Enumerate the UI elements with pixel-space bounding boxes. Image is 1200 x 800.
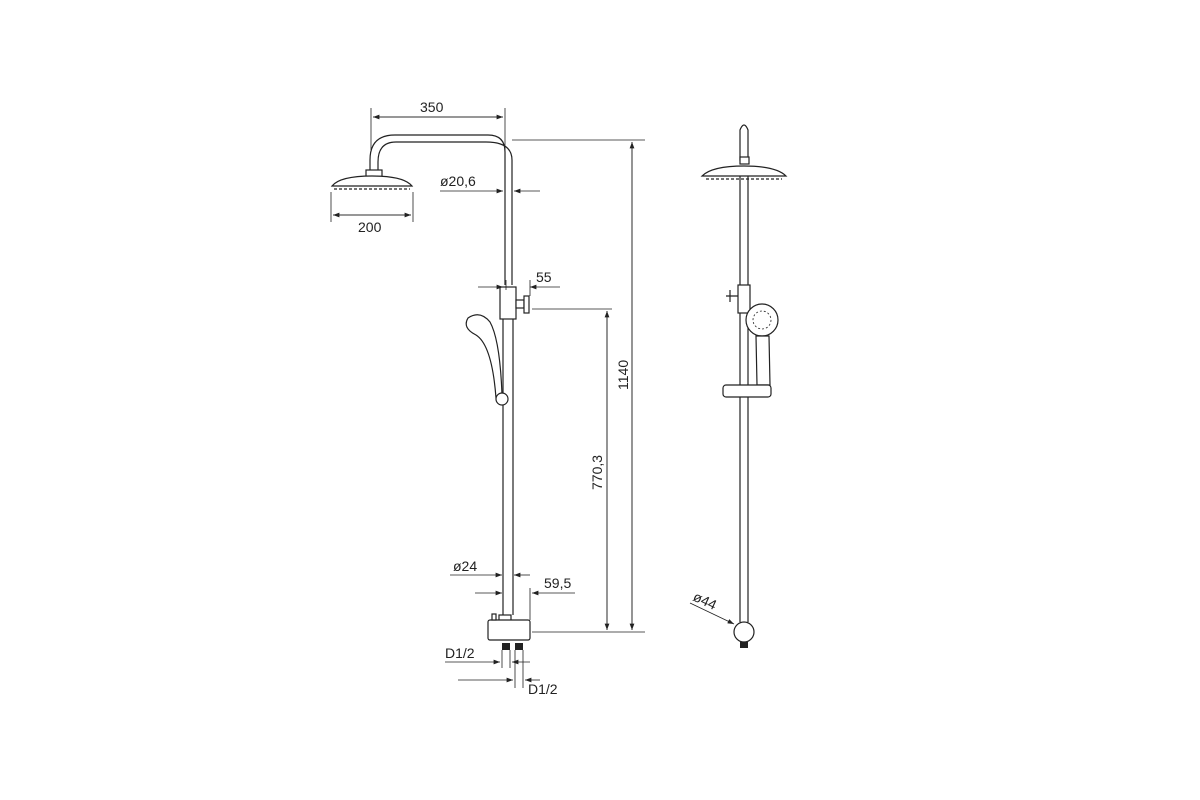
dim-bracket-offset: 55: [536, 269, 552, 285]
dim-head-diameter: 200: [358, 219, 382, 235]
rain-shower-head: [330, 175, 414, 187]
connector-ball: [733, 621, 755, 643]
hand-shower-holder: [495, 392, 509, 406]
front-view: 350 200 ø20,6 55 1140 770,3 ø24 59,5 D1/…: [330, 99, 645, 697]
arm-side: [739, 124, 749, 161]
dim-inlet-right: D1/2: [528, 681, 558, 697]
dim-mixer-offset: 59,5: [544, 575, 571, 591]
bracket-side: [737, 284, 751, 314]
side-view: ø44: [689, 124, 788, 648]
bracket: [499, 286, 517, 320]
dim-bracket-height: 770,3: [589, 455, 605, 490]
slider-side: [722, 384, 772, 398]
shower-arm: [369, 134, 513, 285]
dim-lower-pipe-diameter: ø24: [453, 558, 477, 574]
riser-pipe-side: [739, 176, 749, 622]
mixer-body: [487, 619, 531, 641]
dim-upper-pipe-diameter: ø20,6: [440, 173, 476, 189]
hand-shower: [465, 314, 503, 399]
dim-inlet-left: D1/2: [445, 645, 475, 661]
inlet-right: [515, 643, 523, 650]
dim-total-height: 1140: [615, 360, 631, 390]
rain-shower-head-side: [700, 165, 788, 177]
inlet-left: [502, 643, 510, 650]
riser-pipe: [502, 319, 514, 615]
dim-arm-length: 350: [420, 99, 444, 115]
hand-shower-side: [745, 303, 779, 337]
dim-ball-diameter: ø44: [691, 588, 720, 613]
